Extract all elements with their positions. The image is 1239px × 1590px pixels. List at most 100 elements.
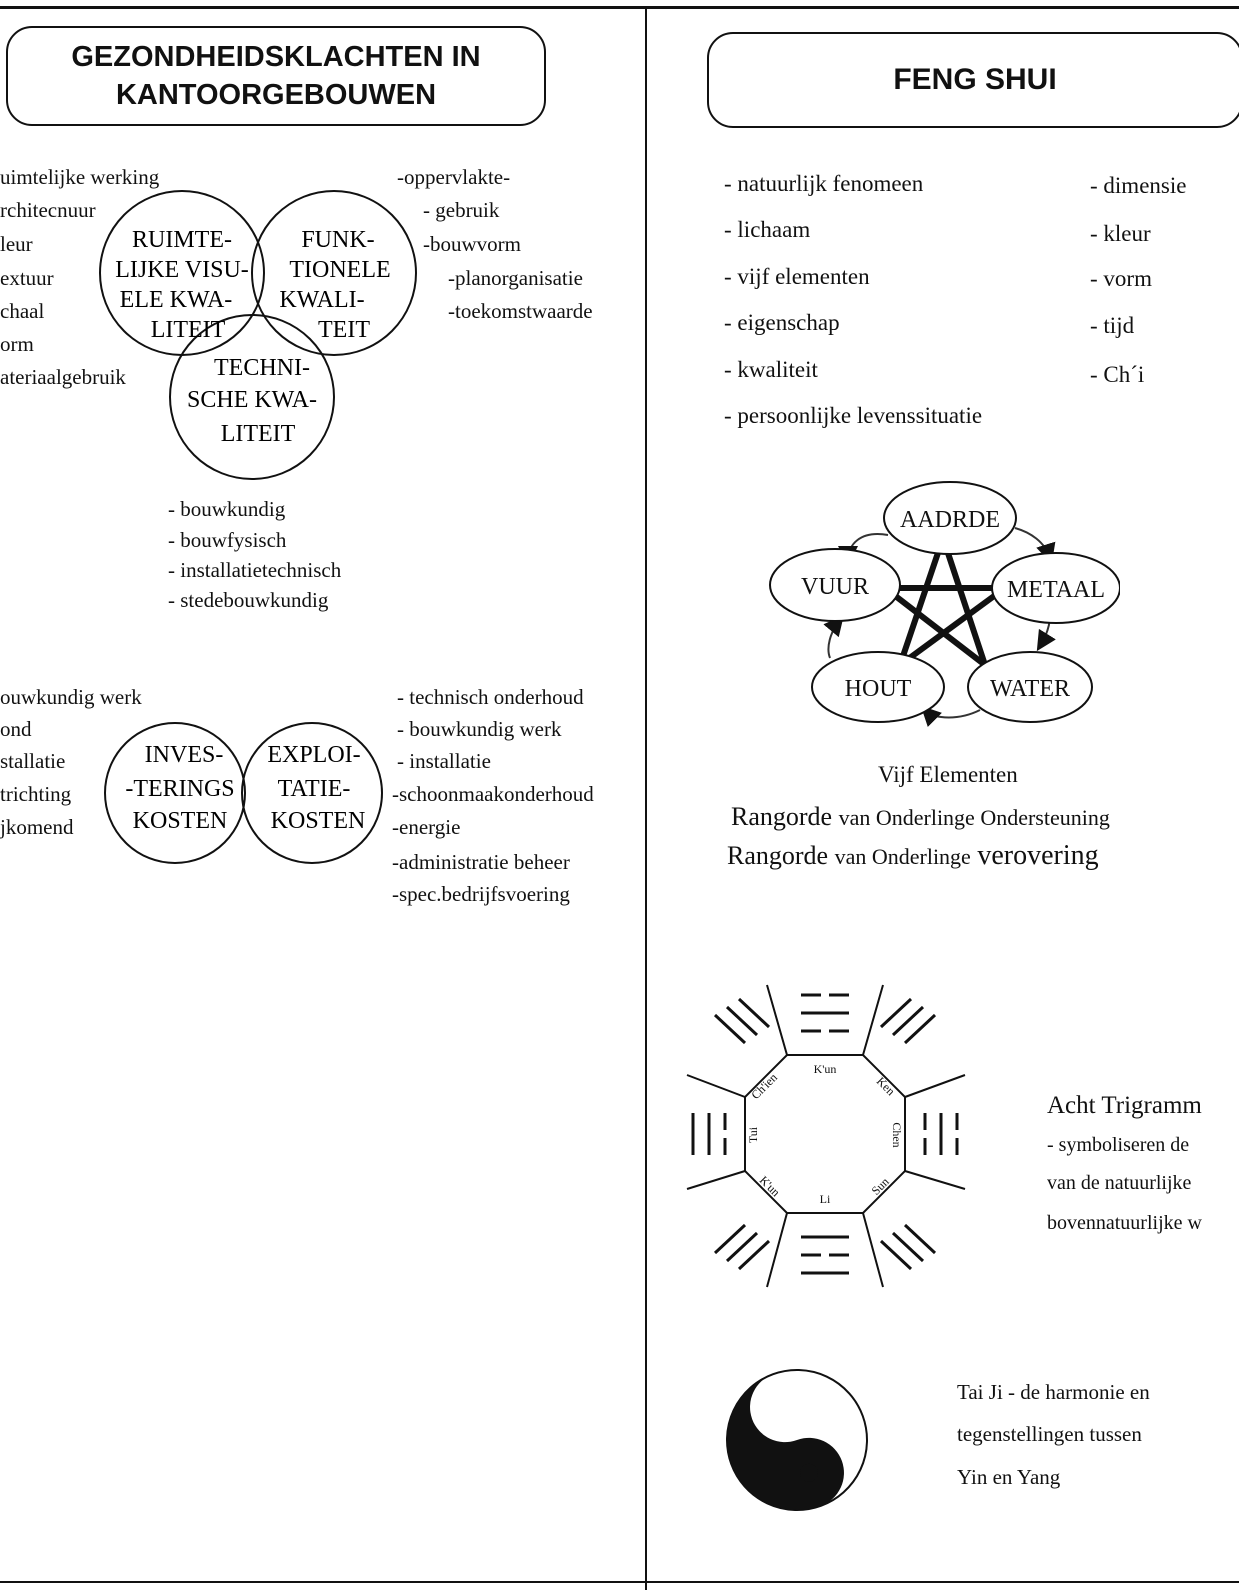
trigram-name: Ch'ien <box>748 1070 780 1102</box>
right-title-box: FENG SHUI <box>707 32 1239 128</box>
venn1-functional-line: KWALI- <box>279 287 364 313</box>
venn2-right-item: -spec.bedrijfsvoering <box>392 882 570 906</box>
venn1-right-item: -bouwvorm <box>423 232 521 256</box>
fengshui-right-item: - Ch´i <box>1090 362 1145 387</box>
five-elements-diagram: AADRDE METAAL WATER HOUT VUUR <box>769 481 1120 727</box>
trigram-name: K'un <box>757 1173 783 1199</box>
fengshui-right-item: - vorm <box>1090 266 1152 291</box>
element-label-wood: HOUT <box>845 676 912 702</box>
venn1-left-item: rchitecnuur <box>0 198 96 222</box>
trigram-name: K'un <box>814 1062 837 1076</box>
taiji-caption-line: Yin en Yang <box>957 1465 1061 1489</box>
venn1-left-item: leur <box>0 232 33 256</box>
venn1-diagram: RUIMTE- LIJKE VISU- ELE KWA- LITEIT FUNK… <box>99 190 417 480</box>
venn2-right-item: -energie <box>392 815 461 839</box>
venn1-right-item: - gebruik <box>423 198 500 222</box>
venn1-left-item: chaal <box>0 299 45 323</box>
trigram-bars <box>691 993 959 1275</box>
trigram-name: Chen <box>890 1122 904 1147</box>
right-title: FENG SHUI <box>893 63 1057 96</box>
legend-support-word: Rangorde <box>731 802 833 831</box>
top-rule <box>0 6 1239 9</box>
venn1-visual-line: LIJKE VISU- <box>115 257 249 283</box>
conquest-star-arrows <box>883 537 1007 668</box>
venn1-technical-line: TECHNI- <box>214 355 310 381</box>
element-node-metal <box>991 552 1120 624</box>
venn1-visual-line: ELE KWA- <box>120 287 233 313</box>
fengshui-left-item: - natuurlijk fenomeen <box>724 171 924 196</box>
venn1-technical-line: LITEIT <box>221 421 296 447</box>
legend-conquest-text: van Onderlinge <box>834 844 971 869</box>
venn2-investment-line: -TERINGS <box>125 776 234 802</box>
venn1-bottom-item: - bouwkundig <box>168 497 286 521</box>
legend-conquest-word: Rangorde <box>727 841 829 870</box>
venn1-right-item: -toekomstwaarde <box>448 299 593 323</box>
legend-conquest-emph: verovering <box>977 840 1099 871</box>
fengshui-left-item: - eigenschap <box>724 310 840 335</box>
venn1-functional-line: TEIT <box>318 317 370 343</box>
venn1-bottom-item: - installatietechnisch <box>168 558 342 582</box>
venn1-left-item: extuur <box>0 266 54 290</box>
fengshui-left-item: - vijf elementen <box>724 264 870 289</box>
fengshui-right-item: - kleur <box>1090 221 1151 246</box>
element-node-wood <box>811 651 945 723</box>
venn1-functional-line: TIONELE <box>289 257 390 283</box>
venn2-right-item: - technisch onderhoud <box>397 685 584 709</box>
trigram-name: Tui <box>746 1126 760 1143</box>
venn1-visual-line: RUIMTE- <box>132 227 232 253</box>
venn2-investment-line: INVES- <box>145 742 224 768</box>
legend-support: Rangorde van Onderlinge Ondersteuning <box>731 802 1110 832</box>
venn1-visual-line: LITEIT <box>151 317 226 343</box>
venn2-right-item: - bouwkundig werk <box>397 717 562 741</box>
fengshui-right-item: - tijd <box>1090 313 1135 338</box>
element-label-fire: VUUR <box>801 574 869 600</box>
fengshui-left-item: - lichaam <box>724 217 811 242</box>
venn1-left-item: uimtelijke werking <box>0 165 160 189</box>
legend-conquest: Rangorde van Onderlinge verovering <box>727 840 1099 872</box>
trigram-name: Sun <box>869 1175 892 1198</box>
fengshui-left-item: - persoonlijke levenssituatie <box>724 403 983 428</box>
left-title-box: GEZONDHEIDSKLACHTEN IN KANTOORGEBOUWEN <box>6 26 546 126</box>
fengshui-right-item: - dimensie <box>1090 173 1187 198</box>
venn2-right-item: - installatie <box>397 749 491 773</box>
column-divider <box>645 6 647 1590</box>
taiji-caption-line: Tai Ji - de harmonie en <box>957 1380 1150 1404</box>
element-node-fire <box>769 548 901 622</box>
venn2-right-item: -administratie beheer <box>392 850 570 874</box>
trigrams-caption-line: - symboliseren de <box>1047 1134 1190 1156</box>
venn2-left-item: ond <box>0 717 32 741</box>
left-title-line-2: KANTOORGEBOUWEN <box>115 79 437 111</box>
trigrams-caption-line: bovennatuurlijke w <box>1047 1212 1202 1234</box>
venn2-investment-line: KOSTEN <box>133 808 228 834</box>
venn2-right-item: -schoonmaakonderhoud <box>392 782 594 806</box>
element-label-water: WATER <box>990 676 1070 702</box>
trigrams-caption-title: Acht Trigramm <box>1047 1092 1202 1119</box>
venn2-circle-investment <box>104 722 246 864</box>
left-title-line-1: GEZONDHEIDSKLACHTEN IN <box>71 41 481 73</box>
venn2-left-item: ouwkundig werk <box>0 685 142 709</box>
legend-support-text: van Onderlinge Ondersteuning <box>838 805 1110 830</box>
venn2-exploitation-line: TATIE- <box>278 776 351 802</box>
element-label-metal: METAAL <box>1007 577 1105 603</box>
venn2-circle-exploitation <box>241 722 383 864</box>
venn1-right-item: -planorganisatie <box>448 266 583 290</box>
bottom-rule <box>0 1581 1239 1583</box>
venn1-bottom-item: - bouwfysisch <box>168 528 287 552</box>
five-elements-caption: Vijf Elementen <box>878 762 1018 787</box>
venn2-left-item: jkomend <box>0 815 74 839</box>
trigram-name: Li <box>820 1192 831 1206</box>
trigram-name: Ken <box>874 1074 898 1098</box>
venn2-left-item: trichting <box>0 782 72 806</box>
element-label-earth: AADRDE <box>900 507 1000 533</box>
venn1-circle-technical <box>169 314 335 480</box>
venn1-circle-functional <box>251 190 417 356</box>
fengshui-left-item: - kwaliteit <box>724 357 818 382</box>
venn1-left-item: orm <box>0 332 34 356</box>
venn1-functional-line: FUNK- <box>301 227 374 253</box>
venn2-exploitation-line: EXPLOI- <box>267 742 360 768</box>
yin-yang-icon <box>726 1369 868 1511</box>
venn2-diagram: INVES- -TERINGS KOSTEN EXPLOI- TATIE- KO… <box>104 722 383 864</box>
venn1-right-item: -oppervlakte- <box>397 165 511 189</box>
venn2-left-item: stallatie <box>0 749 66 773</box>
venn1-left-item: ateriaalgebruik <box>0 365 126 389</box>
